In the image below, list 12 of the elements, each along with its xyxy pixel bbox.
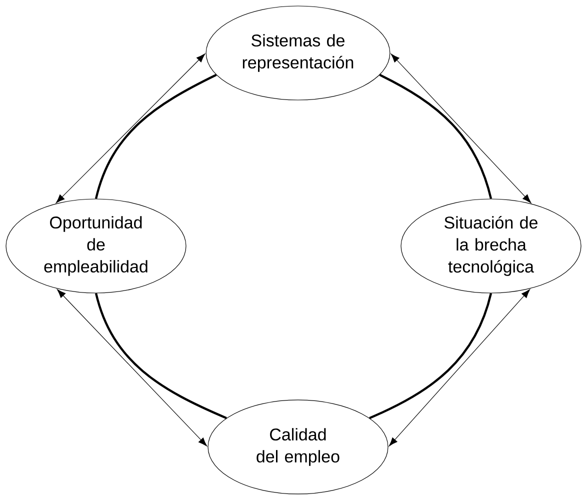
arc-connector xyxy=(379,74,492,199)
arrow xyxy=(57,289,208,446)
ellipse-node: Situación de la brecha tecnológica xyxy=(400,198,582,294)
arc-connector xyxy=(369,292,492,420)
arrow xyxy=(390,54,532,204)
arrow xyxy=(388,289,530,446)
ellipse-node: Calidad del empleo xyxy=(208,400,388,494)
arrow xyxy=(56,54,206,204)
arc-connector xyxy=(94,74,217,199)
ellipse-node: Sistemas de representación xyxy=(206,6,390,100)
ellipse-node: Oportunidad de empleabilidad xyxy=(6,198,186,294)
arc-connector xyxy=(94,292,227,420)
